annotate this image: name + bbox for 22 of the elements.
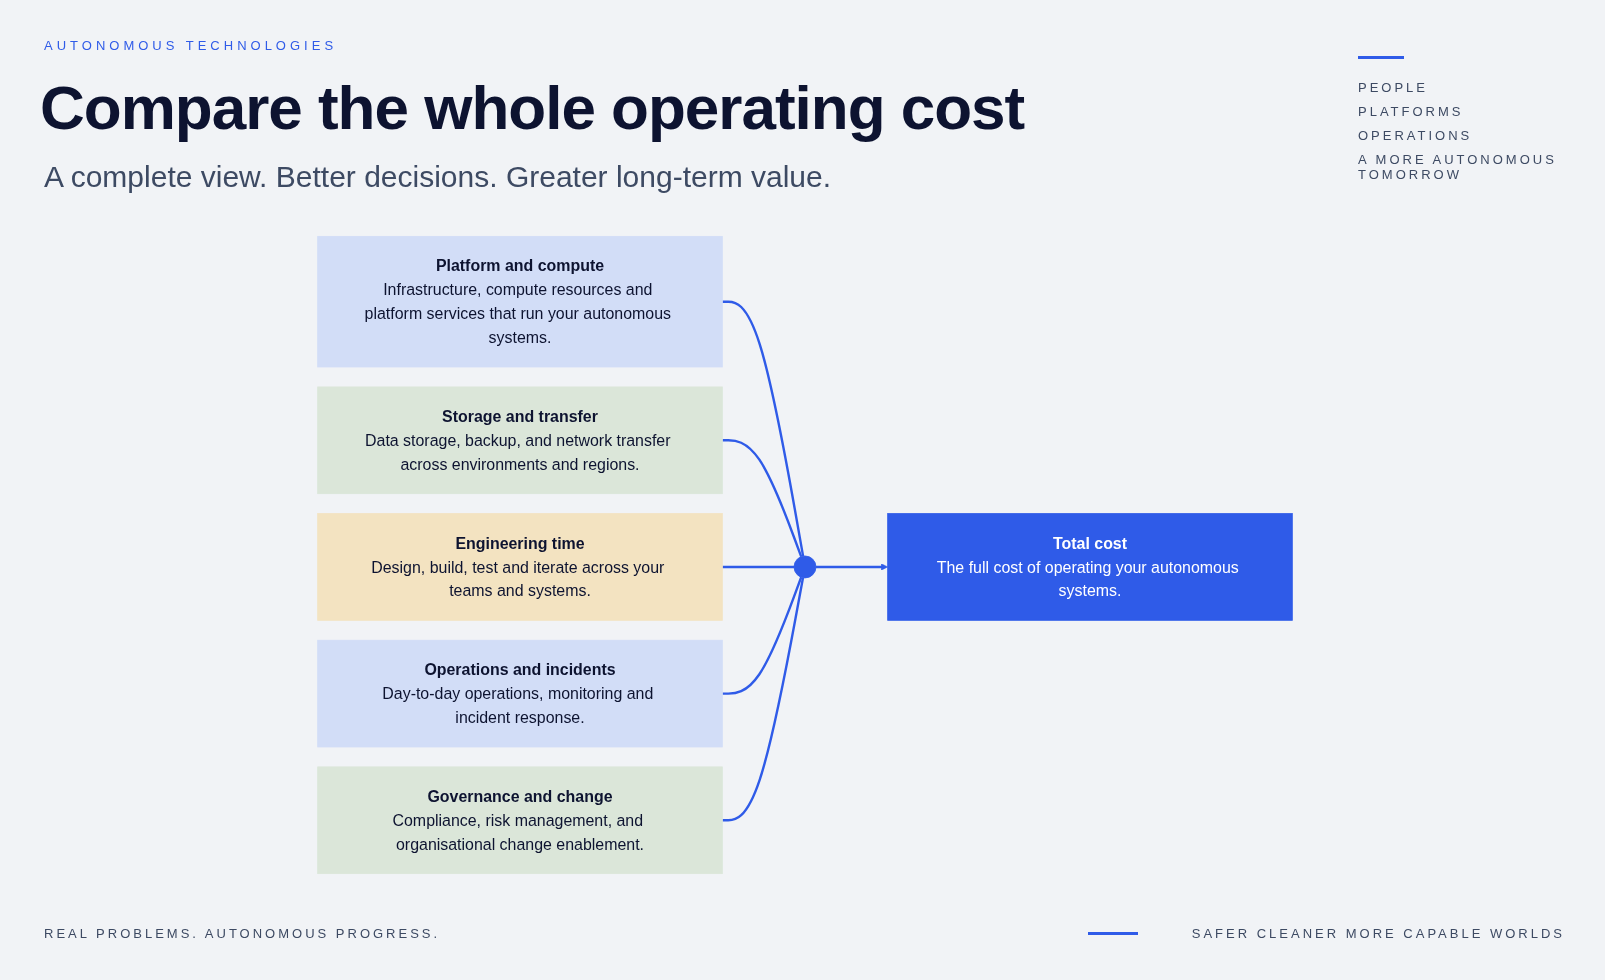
- kicker-text: AUTONOMOUS TECHNOLOGIES: [44, 38, 338, 53]
- side-note: PEOPLE: [1358, 80, 1430, 95]
- arrow: [816, 563, 888, 571]
- node-box: Storage and transfer Data storage, backup, and network transfer across environments and regions.: [317, 386, 723, 495]
- subtitle: A complete view. Better decisions. Greater long-term value.: [44, 160, 832, 194]
- node-box: Governance and change Compliance, risk management, and organisational change enablement.: [317, 766, 723, 875]
- side-note: OPERATIONS: [1358, 128, 1474, 143]
- node-circle: [793, 555, 817, 579]
- node-box: Engineering time Design, build, test and iterate across your teams and systems.: [317, 513, 723, 621]
- title: Compare the whole operating cost: [40, 72, 1025, 143]
- connector: [722, 300, 805, 557]
- connector: [722, 565, 794, 569]
- connector: [722, 576, 803, 695]
- side-note: PLATFORMS: [1358, 104, 1465, 119]
- node-box: Operations and incidents Day-to-day operations, monitoring and incident response.: [317, 639, 723, 748]
- node-box: Total cost The full cost of operating your autonomous systems.: [887, 513, 1293, 621]
- node-box: Platform and compute Infrastructure, compute resources and platform services that run your autonomous systems.: [317, 235, 723, 368]
- side-note: A MORE AUTONOMOUS TOMORROW: [1358, 152, 1558, 182]
- footer-text: REAL PROBLEMS. AUTONOMOUS PROGRESS.: [44, 926, 441, 941]
- connector: [722, 577, 805, 822]
- footer-text: SAFER CLEANER MORE CAPABLE WORLDS: [1191, 926, 1565, 941]
- connector: [722, 439, 803, 558]
